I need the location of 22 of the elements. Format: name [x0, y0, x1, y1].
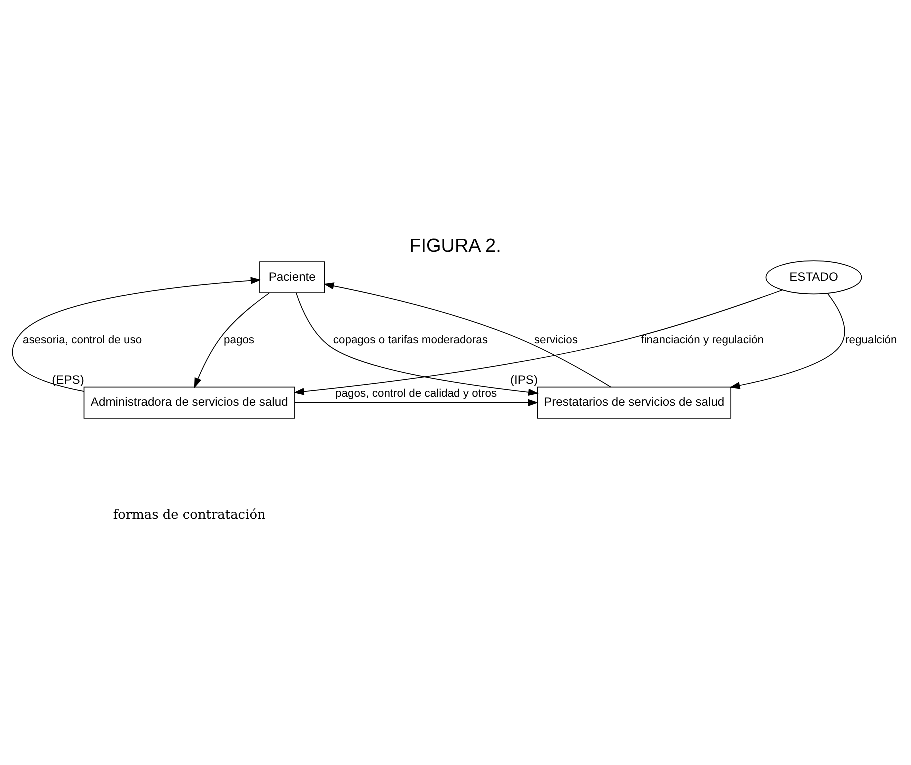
arrow [12, 277, 262, 392]
node-label: (EPS) [52, 373, 84, 388]
arrow [730, 293, 846, 390]
edge-label: copagos o tarifas moderadoras [333, 334, 488, 347]
node-label: (IPS) [510, 373, 538, 388]
node-box: Prestatarios de servicios de salud [537, 386, 732, 419]
diagram-title: FIGURA 2. [410, 236, 502, 258]
arrow [294, 399, 539, 406]
edge-label: servicios [534, 334, 578, 347]
node-box: Administradora de servicios de salud [84, 386, 296, 419]
node-box: Paciente [260, 262, 326, 294]
node-ellipse: ESTADO [766, 260, 862, 295]
arrow [294, 290, 784, 396]
edge-label: asesoria, control de uso [22, 334, 142, 347]
edge-label: pagos, control de calidad y otros [336, 388, 498, 400]
label: formas de contratación [113, 508, 266, 524]
arrow [296, 292, 539, 396]
arrow [194, 292, 270, 389]
arrow [324, 282, 612, 388]
edge-label: financiación y regulación [641, 334, 764, 347]
edge-label: pagos [224, 334, 255, 347]
edge-label: regualción [846, 334, 898, 347]
